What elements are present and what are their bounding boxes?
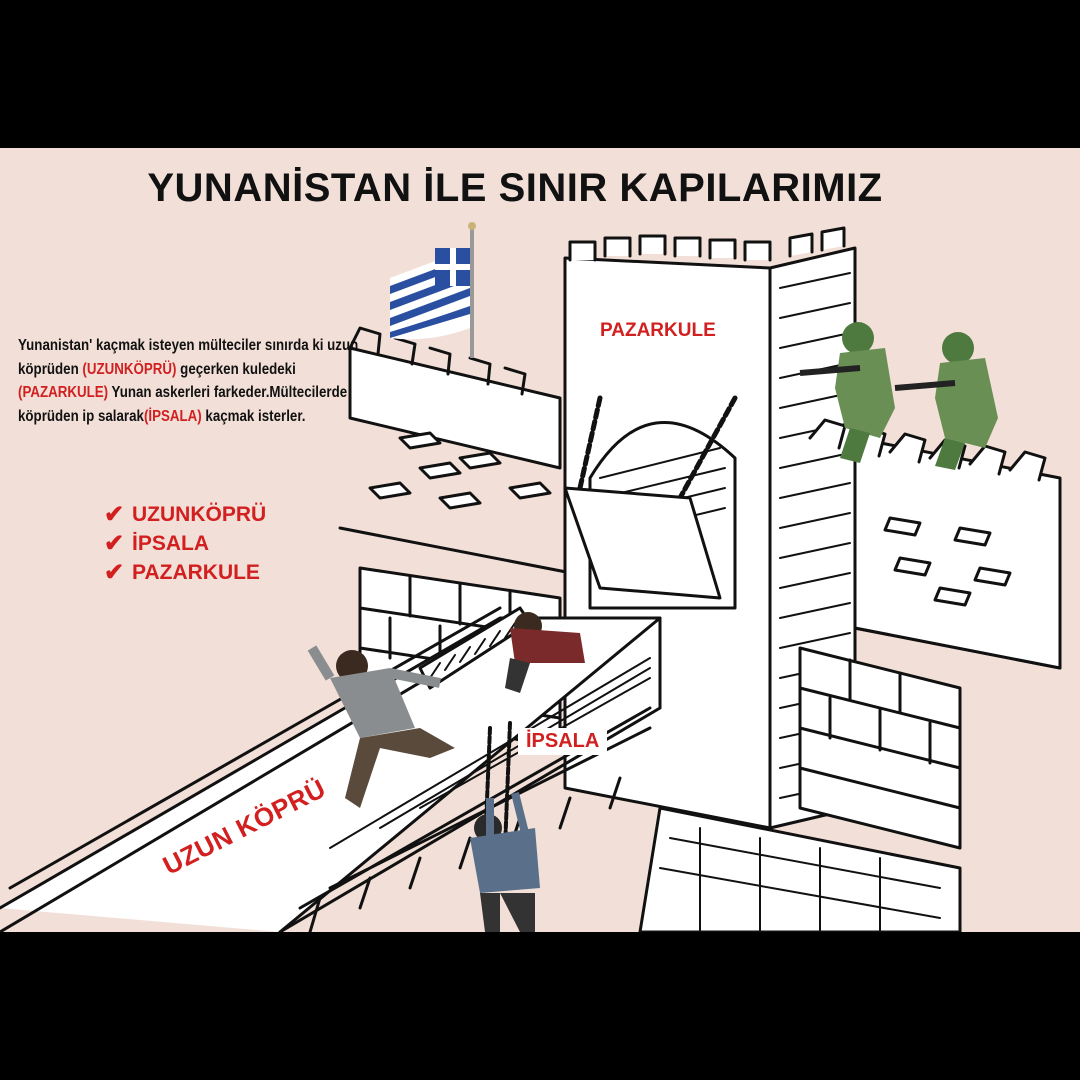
desc-part: Yunanistan' kaçmak isteyen mülteciler sı… xyxy=(18,337,359,378)
checklist-item-label: İPSALA xyxy=(132,531,210,555)
pazarkule-label: PAZARKULE xyxy=(592,318,724,344)
desc-part: geçerken kuledeki xyxy=(176,360,296,378)
ipsala-label: İPSALA xyxy=(518,728,608,755)
desc-part: Yunan askerleri farkeder.Mültecilerde kö… xyxy=(18,384,348,425)
running-man-figure xyxy=(307,645,455,808)
checklist-item-label: UZUNKÖPRÜ xyxy=(132,502,267,526)
soldier-figures xyxy=(799,322,998,470)
description-text: Yunanistan' kaçmak isteyen mülteciler sı… xyxy=(18,334,362,428)
check-icon: ✔ xyxy=(104,530,125,557)
illustration-panel: YUNANİSTAN İLE SINIR KAPILARIMIZ Yunanis… xyxy=(0,148,1080,932)
desc-part: kaçmak isterler. xyxy=(201,407,306,425)
check-icon: ✔ xyxy=(104,501,125,528)
castle-bridge-illustration xyxy=(0,222,1062,932)
checklist-item-label: PAZARKULE xyxy=(132,560,260,584)
checklist-item: ✔ İPSALA xyxy=(104,529,266,558)
crawling-man-figure xyxy=(505,612,585,693)
page-title: YUNANİSTAN İLE SINIR KAPILARIMIZ xyxy=(147,166,883,210)
climbing-man-figure xyxy=(470,792,540,932)
check-icon: ✔ xyxy=(104,559,125,586)
desc-highlight-uzunkopru: (UZUNKÖPRÜ) xyxy=(82,360,177,378)
checklist-item: ✔ PAZARKULE xyxy=(104,558,266,587)
checklist-item: ✔ UZUNKÖPRÜ xyxy=(104,500,266,529)
greek-flag-icon xyxy=(390,222,476,358)
desc-highlight-pazarkule: (PAZARKULE) xyxy=(18,384,109,401)
border-gate-checklist: ✔ UZUNKÖPRÜ ✔ İPSALA ✔ PAZARKULE xyxy=(104,500,266,587)
desc-highlight-ipsala: (İPSALA) xyxy=(143,407,202,425)
